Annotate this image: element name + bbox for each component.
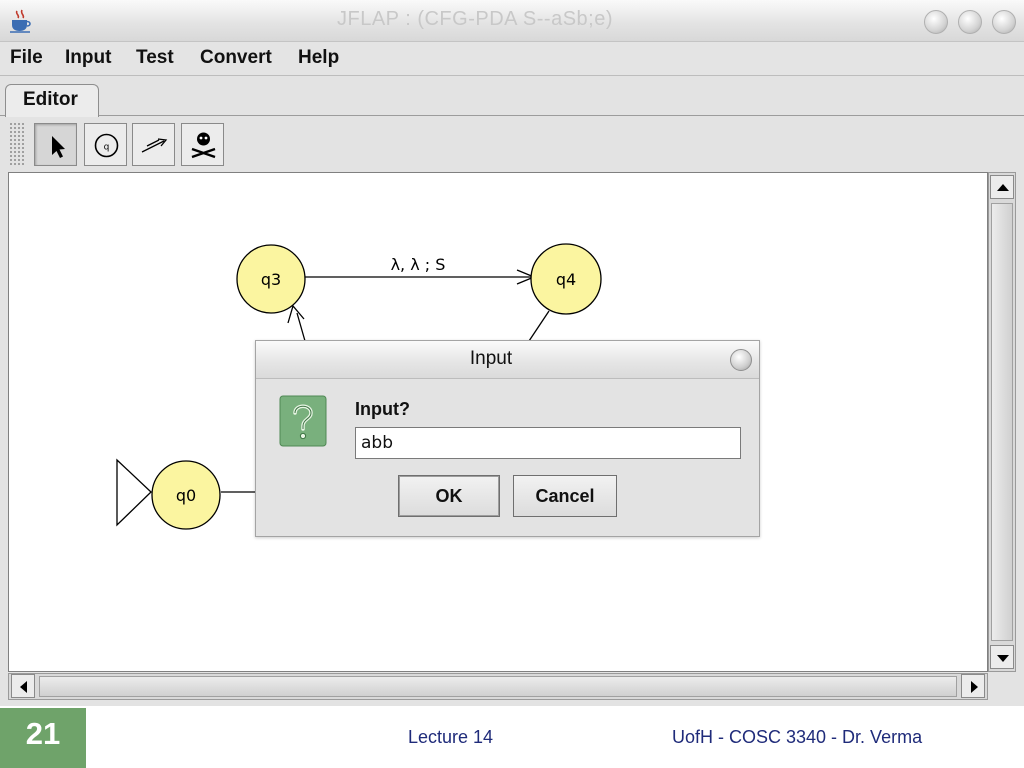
transition-into-q3 <box>296 312 306 342</box>
question-icon <box>279 395 327 447</box>
transition-from-q4 <box>528 310 550 342</box>
footer-course: UofH - COSC 3340 - Dr. Verma <box>672 727 923 747</box>
window-titlebar[interactable]: JFLAP : (CFG-PDA S--aSb;e) <box>0 0 1024 42</box>
transition-arrowhead <box>287 304 305 324</box>
transition-label-q3-q4[interactable]: λ, λ ; S <box>391 255 446 274</box>
tab-strip: Editor <box>0 76 1024 117</box>
vertical-scrollbar[interactable] <box>988 172 1016 672</box>
input-dialog: Input Input? OK Cancel <box>255 340 760 537</box>
menu-help[interactable]: Help <box>298 47 340 68</box>
tab-editor[interactable]: Editor <box>5 84 99 117</box>
cancel-button[interactable]: Cancel <box>513 475 617 517</box>
scroll-left-button[interactable] <box>11 674 35 698</box>
state-label: q3 <box>261 270 281 289</box>
tab-editor-label: Editor <box>23 89 78 110</box>
vertical-scroll-thumb[interactable] <box>991 203 1013 641</box>
state-q4[interactable]: q4 <box>530 243 602 315</box>
menu-input[interactable]: Input <box>65 47 112 68</box>
horizontal-scroll-thumb[interactable] <box>39 676 957 697</box>
window-minimize-button[interactable] <box>924 10 948 34</box>
window-title: JFLAP : (CFG-PDA S--aSb;e) <box>336 8 614 30</box>
dialog-titlebar[interactable]: Input <box>256 341 759 379</box>
menu-convert[interactable]: Convert <box>200 47 272 68</box>
state-creator-icon: q <box>94 133 119 158</box>
state-q3[interactable]: q3 <box>236 244 306 314</box>
menu-test[interactable]: Test <box>136 47 174 68</box>
java-cup-icon <box>10 9 31 33</box>
menu-bar: File Input Test Convert Help <box>0 42 1024 76</box>
horizontal-scrollbar[interactable] <box>8 673 988 700</box>
slide-number: 21 <box>25 716 61 751</box>
window-close-button[interactable] <box>992 10 1016 34</box>
window-maximize-button[interactable] <box>958 10 982 34</box>
triangle-left-icon <box>20 681 27 693</box>
slide-number-box: 21 <box>0 708 86 768</box>
state-creator-tool-button[interactable]: q <box>84 123 127 166</box>
dialog-title: Input <box>469 348 513 369</box>
ok-button[interactable]: OK <box>398 475 500 517</box>
transition-creator-tool-button[interactable] <box>132 123 175 166</box>
initial-state-marker <box>116 458 152 527</box>
triangle-up-icon <box>997 184 1009 191</box>
scroll-up-button[interactable] <box>990 175 1014 199</box>
state-label: q0 <box>176 486 196 505</box>
skull-delete-icon <box>191 132 216 159</box>
state-label: q4 <box>556 270 576 289</box>
attribute-editor-tool-button[interactable] <box>34 123 77 166</box>
arrow-pointer-icon <box>52 136 65 158</box>
state-q0[interactable]: q0 <box>151 460 221 530</box>
scroll-right-button[interactable] <box>961 674 985 698</box>
dialog-prompt: Input? <box>355 399 410 419</box>
deleter-tool-button[interactable] <box>181 123 224 166</box>
input-string-field[interactable] <box>355 427 741 459</box>
editor-toolbar: q <box>0 117 1024 171</box>
toolbar-grip[interactable] <box>9 122 25 166</box>
svg-text:q: q <box>104 143 110 153</box>
triangle-down-icon <box>997 655 1009 662</box>
transition-creator-icon <box>141 138 168 153</box>
footer-lecture: Lecture 14 <box>408 727 494 747</box>
triangle-right-icon <box>971 681 978 693</box>
scroll-down-button[interactable] <box>990 645 1014 669</box>
scrollbar-corner <box>988 673 1016 700</box>
dialog-close-button[interactable] <box>730 349 752 371</box>
menu-file[interactable]: File <box>10 47 43 68</box>
